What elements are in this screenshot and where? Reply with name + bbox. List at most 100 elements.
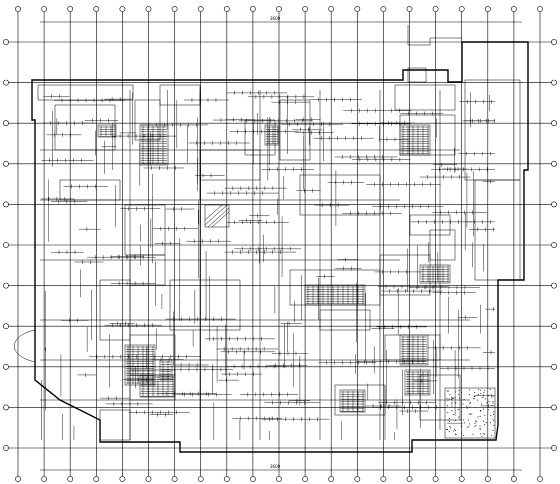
room [394,84,456,111]
hatch-dot [448,431,450,433]
hatch-dot [493,424,495,426]
equipment-block [399,334,429,366]
equipment-block [159,359,173,381]
hatch-dot [447,399,449,401]
hatch-dot [486,402,488,404]
grid-bubble-top [249,6,256,12]
hatch-dot [463,422,465,424]
grid-bubble-bottom [67,476,74,482]
hatch-dot [479,425,481,427]
hatch-dot [458,416,460,418]
grid-bubble-top [458,6,465,12]
hatch-dot [469,389,471,391]
grid-bubble-top [223,6,230,12]
hatch-dot [451,396,453,398]
hatch-dot [455,420,456,422]
room [99,279,131,341]
hatch-dot [451,405,453,407]
hatch-dot [490,415,492,416]
hatch-dot [484,415,486,417]
room [59,179,121,201]
grid-bubble-top [406,6,413,12]
grid-bubble-bottom [484,476,491,482]
hatch-dot [451,410,453,412]
hatch-dot [481,397,483,399]
hatch-dot [469,403,471,404]
grid-bubble-top [93,6,100,12]
hatch-dot [449,394,451,396]
hatch-dot [458,389,460,391]
hatch-dot [451,403,453,405]
grid-bubble-bottom [406,476,413,482]
hatch-dot [473,396,475,398]
hatch-dot [447,390,449,392]
hatch-dot [453,430,455,432]
grid-bubble-right [551,323,557,330]
hatch-dot [491,404,493,406]
grid-bubble-left [3,323,9,330]
grid-bubble-right [551,39,557,45]
grid-bubble-right [551,120,557,127]
hatch-dot [486,421,487,423]
hatch-dot [477,416,479,418]
hatch-dot [454,391,456,393]
hatch-dot [472,433,474,435]
grid-bubble-left [3,404,9,411]
hatch-dot [466,407,468,409]
grid-bubble-bottom [119,476,126,482]
hatch-dot [484,424,486,426]
hatch-dot [447,412,449,414]
hatch-dot [483,391,485,393]
grid-bubble-bottom [380,476,387,482]
room [409,214,451,236]
hatch-dot [455,433,457,435]
grid-bubble-top [354,6,361,12]
grid-bubble-top [380,6,387,12]
grid-bubble-right [551,79,557,86]
hatch-dot [488,400,490,402]
hatch-dot [474,395,476,397]
grid-bubbles [3,6,557,482]
ramp-hatch [204,204,230,228]
hatch-dot [480,433,481,435]
hatch-dot [474,425,476,427]
hatch-dot [460,425,462,427]
hatch-dot [469,401,471,403]
hatch-dot [492,402,494,404]
hatch-dot [452,414,454,416]
bottom-dimension-label: 3600 [270,464,281,469]
grid-bubble-left [3,160,9,167]
hatch-dot [469,393,471,395]
hatch-dot [463,399,465,400]
hatch-dot [481,403,482,405]
grid-bubble-bottom [171,476,178,482]
grid-bubble-bottom [93,476,100,482]
hatch-dot [493,411,495,413]
grid-bubble-left [3,445,9,451]
hatch-dot [490,434,492,436]
hatch-dot [467,419,469,421]
grid-bubble-top [145,6,152,12]
grid-bubble-right [551,160,557,167]
hatch-dot [459,397,460,399]
hatched-block-bottom-right [444,387,496,439]
equipment-block [97,124,117,138]
hatch-dot [474,392,476,394]
hatch-dot [477,399,479,401]
grid-bubble-right [551,363,557,370]
grid-bubble-top [511,6,517,12]
hatch-dot [481,435,483,437]
grid-bubble-bottom [223,476,230,482]
hatch-dot [447,428,449,430]
grid-bubble-bottom [276,476,282,482]
grid-bubble-left [3,242,9,248]
room [99,409,131,441]
hatch-dot [473,397,475,399]
hatch-dot [483,408,484,410]
hatch-dot [463,434,465,436]
hatch-dot [469,423,470,425]
room [37,84,134,101]
hatch-dot [460,419,462,421]
